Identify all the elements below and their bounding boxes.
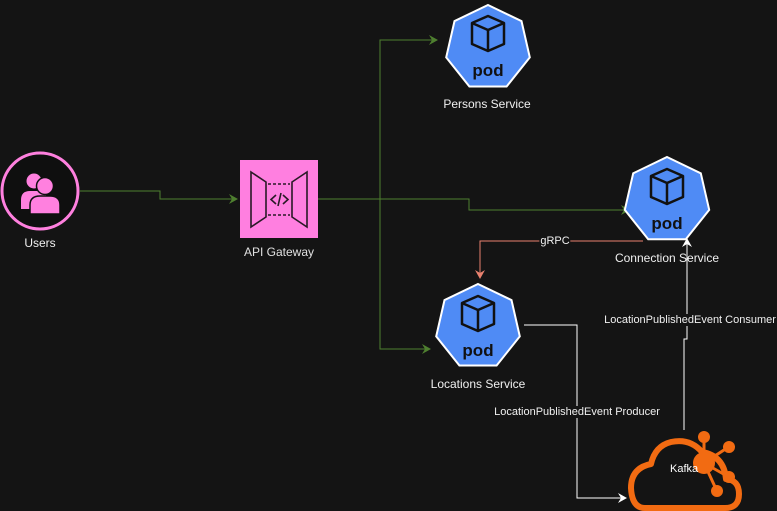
- api-gateway-label: API Gateway: [243, 245, 315, 259]
- edge-gateway-to-persons: [318, 35, 438, 200]
- persons-service-label: Persons Service: [443, 97, 531, 111]
- kafka-label: Kafka: [670, 463, 699, 475]
- edge-gateway-to-connection: [318, 198, 630, 215]
- edge-gateway-to-locations: [379, 199, 431, 354]
- kafka-icon[interactable]: [628, 431, 742, 511]
- persons-pod-text: pod: [472, 61, 503, 80]
- locations-service-label: Locations Service: [430, 377, 526, 391]
- edge-users-to-gateway: [80, 190, 238, 204]
- persons-service-pod-icon[interactable]: [445, 3, 531, 88]
- users-icon[interactable]: [0, 151, 80, 231]
- consumer-edge-label: LocationPublishedEvent Consumer: [603, 314, 777, 326]
- grpc-edge-label: gRPC: [539, 235, 571, 247]
- connection-service-pod-icon[interactable]: [623, 155, 711, 241]
- edge-consumer: [682, 238, 692, 430]
- edge-grpc: [475, 240, 643, 279]
- producer-edge-label: LocationPublishedEvent Producer: [493, 406, 661, 418]
- connection-service-label: Connection Service: [614, 251, 720, 265]
- connection-pod-text: pod: [651, 214, 682, 233]
- users-label: Users: [24, 236, 56, 250]
- locations-service-pod-icon[interactable]: [435, 282, 521, 367]
- locations-pod-text: pod: [462, 341, 493, 360]
- api-gateway-icon[interactable]: [240, 160, 318, 238]
